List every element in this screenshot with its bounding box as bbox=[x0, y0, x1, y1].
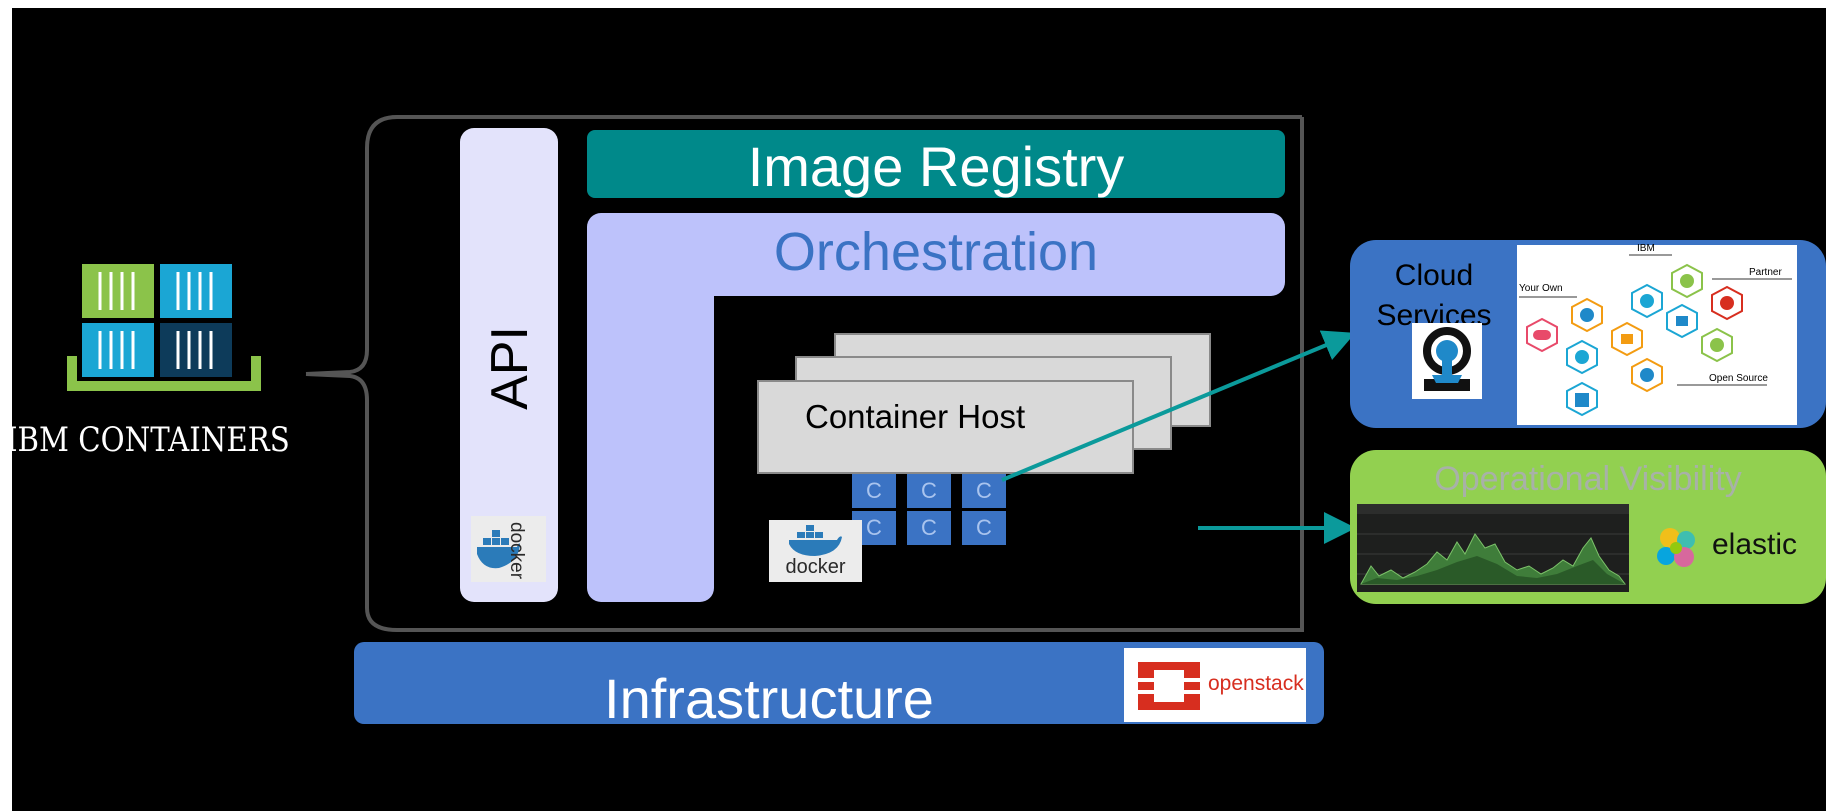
ecosystem-image: IBM Partner Your Own Open Source bbox=[1517, 243, 1797, 425]
openstack-wordmark: openstack bbox=[1208, 672, 1304, 695]
docker-wordmark: docker bbox=[785, 556, 846, 578]
openstack-icon bbox=[1138, 662, 1200, 710]
container-host-label: Container Host bbox=[805, 398, 1026, 435]
orchestration-label: Orchestration bbox=[773, 222, 1099, 282]
container-cell: C bbox=[962, 511, 1006, 545]
docker-wordmark: docker bbox=[506, 522, 527, 580]
container-cell: C bbox=[907, 474, 951, 508]
container-cell: C bbox=[907, 511, 951, 545]
image-registry-label: Image Registry bbox=[747, 135, 1125, 198]
containers-icon bbox=[67, 264, 261, 391]
gear-key-icon bbox=[1423, 327, 1471, 391]
operational-visibility-label: Operational Visibility bbox=[1434, 460, 1742, 498]
docker-logo-api: docker bbox=[471, 516, 546, 582]
elastic-icon bbox=[1657, 528, 1695, 567]
api-label: API bbox=[481, 326, 539, 410]
area-chart-icon bbox=[1357, 504, 1629, 585]
ecosystem-label-your-own: Your Own bbox=[1519, 283, 1563, 294]
docker-whale-icon bbox=[789, 525, 842, 556]
container-cell: C bbox=[962, 474, 1006, 508]
ibm-containers-label: IBM CONTAINERS bbox=[12, 420, 290, 460]
diagram-slide: IBM CONTAINERS API docker Image Registry… bbox=[12, 8, 1826, 811]
cloud-services-logo bbox=[1412, 323, 1482, 399]
docker-whale-icon bbox=[477, 530, 520, 569]
orchestration-column bbox=[587, 268, 714, 602]
docker-logo-host: docker bbox=[769, 520, 862, 582]
infrastructure-label: Infrastructure bbox=[604, 667, 934, 730]
image-registry-layer: Image Registry bbox=[587, 130, 1285, 198]
ecosystem-label-ibm: IBM bbox=[1637, 243, 1655, 254]
container-cell: C bbox=[852, 474, 896, 508]
ecosystem-label-partner: Partner bbox=[1749, 267, 1782, 278]
container-host-box: Container Host bbox=[757, 380, 1134, 474]
hexagon-ecosystem-icon bbox=[1519, 254, 1792, 417]
elastic-wordmark: elastic bbox=[1712, 528, 1798, 561]
monitoring-chart-screenshot bbox=[1357, 504, 1629, 592]
ecosystem-label-open-source: Open Source bbox=[1709, 373, 1768, 384]
openstack-logo: openstack bbox=[1124, 648, 1306, 722]
